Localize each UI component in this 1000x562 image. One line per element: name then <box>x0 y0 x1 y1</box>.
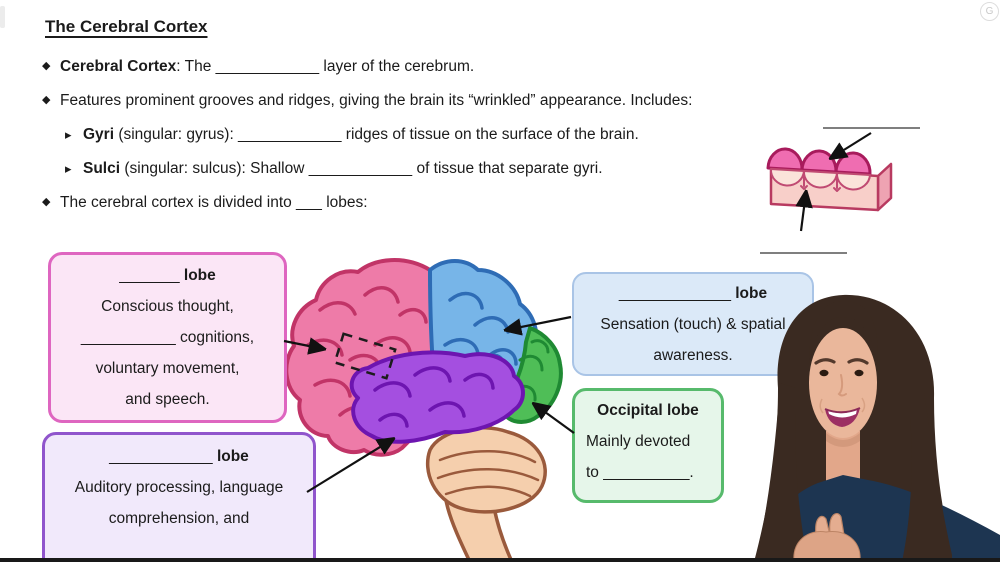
callout-line: to __________. <box>586 464 694 481</box>
callout-line: Mainly devoted <box>586 433 691 450</box>
callout-title: ____________ lobe <box>109 448 249 465</box>
callout-line: voluntary movement, <box>95 360 240 377</box>
brainstem-cerebellum <box>425 425 547 562</box>
hair-fringe <box>809 301 879 363</box>
note-text: Gyri (singular: gyrus): ____________ rid… <box>83 126 639 143</box>
note-text: Sulci (singular: sulcus): Shallow ______… <box>83 160 603 177</box>
diamond-bullet-icon: ◆ <box>42 94 51 106</box>
temporal-lobe <box>349 350 525 444</box>
parietal-lobe-callout: _____________ lobe Sensation (touch) & s… <box>572 272 814 376</box>
triangle-bullet-icon: ▸ <box>65 161 72 176</box>
video-artifact <box>0 6 5 28</box>
diamond-bullet-icon: ◆ <box>42 196 51 208</box>
triangle-bullet-icon: ▸ <box>65 127 72 142</box>
notes-list: ◆ Cerebral Cortex: The ____________ laye… <box>42 56 972 226</box>
brain-diagram <box>284 258 563 562</box>
note-lobes: ◆ The cerebral cortex is divided into __… <box>42 192 972 213</box>
callout-line: Conscious thought, <box>101 298 234 315</box>
frontal-lobe-callout: _______ lobe Conscious thought, ________… <box>48 252 287 423</box>
callout-title: _______ lobe <box>119 267 216 284</box>
callout-title: _____________ lobe <box>618 285 768 302</box>
callout-line: Auditory processing, language <box>74 479 284 496</box>
hair-strand-left <box>756 383 808 562</box>
page-title: The Cerebral Cortex <box>45 17 208 36</box>
callout-line: awareness. <box>653 347 733 364</box>
sulci-folds <box>769 168 871 192</box>
instructor-video <box>754 294 1000 562</box>
chin-shadow <box>826 433 860 447</box>
note-text: Cerebral Cortex: The ____________ layer … <box>60 58 475 75</box>
note-gyri: ▸ Gyri (singular: gyrus): ____________ r… <box>65 124 972 145</box>
watermark-icon: G <box>980 2 999 21</box>
callout-line: and speech. <box>125 391 210 408</box>
temporal-lobe-callout: ____________ lobe Auditory processing, l… <box>42 432 316 562</box>
diamond-bullet-icon: ◆ <box>42 60 51 72</box>
gyri-sulci-diagram <box>766 147 893 212</box>
callout-line: comprehension, and <box>108 510 250 527</box>
note-features: ◆ Features prominent grooves and ridges,… <box>42 90 972 111</box>
video-bottom-edge <box>0 558 1000 562</box>
note-sulci: ▸ Sulci (singular: sulcus): Shallow ____… <box>65 158 972 179</box>
occipital-lobe-callout: Occipital lobe Mainly devoted to _______… <box>572 388 724 503</box>
note-cerebral-cortex: ◆ Cerebral Cortex: The ____________ laye… <box>42 56 972 77</box>
callout-title: Occipital lobe <box>597 402 699 419</box>
face-features <box>814 358 869 427</box>
note-text: Features prominent grooves and ridges, g… <box>60 92 693 109</box>
block-side-face <box>876 162 893 212</box>
hands <box>793 513 861 562</box>
note-text: The cerebral cortex is divided into ___ … <box>60 194 368 211</box>
callout-line: ___________ cognitions, <box>80 329 255 346</box>
callout-line: Sensation (touch) & spatial <box>600 316 786 333</box>
hair-strand-right <box>902 393 952 562</box>
